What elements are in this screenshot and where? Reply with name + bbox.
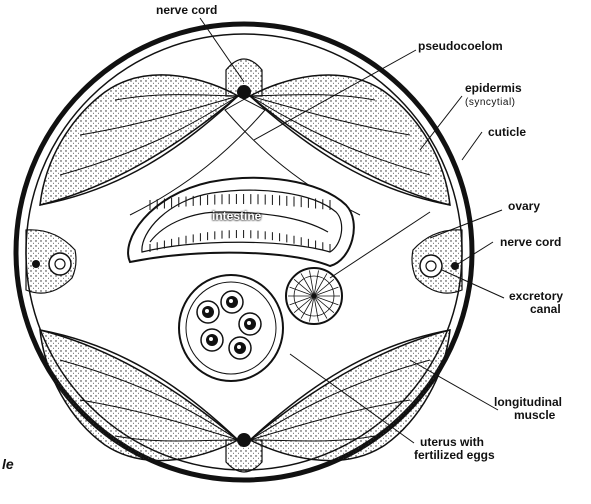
label-pseudocoelom: pseudocoelom: [418, 40, 503, 53]
right-lateral-cord: [412, 230, 462, 293]
egg: [201, 329, 223, 351]
label-longitudinal-muscle-2: muscle: [514, 409, 555, 422]
label-ovary: ovary: [508, 200, 540, 213]
label-intestine: intestine: [212, 210, 261, 223]
egg: [197, 301, 219, 323]
label-nerve-cord-lateral: nerve cord: [500, 236, 561, 249]
left-lateral-cord: [26, 230, 76, 293]
label-cuticle: cuticle: [488, 126, 526, 139]
label-epidermis: epidermis: [465, 82, 522, 95]
label-cut-off-text: le: [2, 458, 14, 471]
egg: [229, 337, 251, 359]
egg: [239, 313, 261, 335]
egg: [221, 291, 243, 313]
dorsal-nerve-cord: [226, 59, 262, 99]
label-syncytial: (syncytial): [465, 96, 516, 109]
label-uterus-2: fertilized eggs: [414, 449, 495, 462]
label-nerve-cord-dorsal: nerve cord: [156, 4, 217, 17]
label-excretory-canal-2: canal: [530, 303, 561, 316]
